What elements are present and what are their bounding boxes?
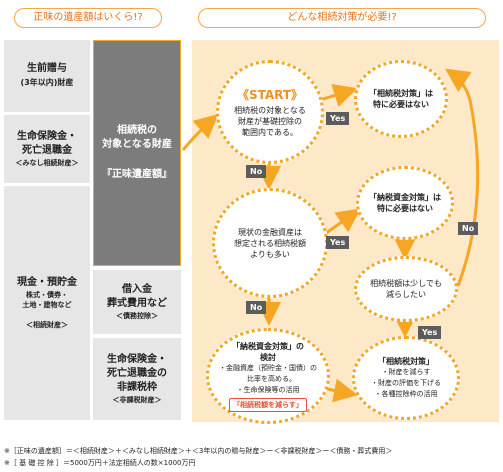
deemed-title-2: 死亡退職金 xyxy=(22,145,72,156)
deemed-title-1: 生命保険金・ xyxy=(17,131,77,142)
fund-review-item2: 比率を高める。 xyxy=(240,374,296,383)
header-left: 正味の遺産額はいくら!? xyxy=(14,8,162,28)
gift-sub: (3年以内)財産 xyxy=(20,78,74,87)
exempt-line3: 非課税枠 xyxy=(117,382,157,393)
exempt-box: 生命保険金・ 死亡退職金の 非課税枠 ＜非課税財産＞ xyxy=(93,338,181,420)
fund-no-need-line1: 「納税資金対策」は xyxy=(369,193,441,202)
arrow-start-to-noneed xyxy=(319,83,358,107)
start-node: 《START》 相続税の対象となる 財産が基礎控除の 範囲内である。 xyxy=(216,60,324,164)
no-label-1: No xyxy=(246,165,267,178)
exempt-sub: ＜非課税財産＞ xyxy=(112,396,162,404)
cash-title: 現金・預貯金 xyxy=(17,277,77,288)
arrow-reduce-no-to-noneed xyxy=(445,68,480,287)
current-line3: よりも多い xyxy=(250,249,290,259)
exempt-line2: 死亡退職金の xyxy=(107,368,167,379)
footnote-basic-deduction: ※［ 基 礎 控 除 ］＝5000万円＋法定相続人の数×1000万円 xyxy=(4,459,196,467)
gift-title: 生前贈与 xyxy=(27,63,67,74)
debt-line1: 借入金 xyxy=(122,284,152,295)
fund-review-item3: ・生命保険等の活用 xyxy=(236,385,300,394)
reduce-line1: 相続税額は少しでも xyxy=(370,279,442,288)
current-assets-node: 現状の金融資産は 想定される相続税額 よりも多い xyxy=(212,188,328,298)
yes-label-1: Yes xyxy=(326,112,350,125)
reduce-question-node: 相続税額は少しでも 減らしたい xyxy=(354,256,458,322)
cash-sub-2: 土地・建物など xyxy=(22,301,72,309)
cash-box: 現金・預貯金 株式・債券・ 土地・建物など ＜相続財産＞ xyxy=(4,186,90,420)
debt-box: 借入金 葬式費用など ＜債務控除＞ xyxy=(93,270,181,334)
start-line1: 相続税の対象となる xyxy=(234,106,306,115)
reduce-tax-tag: 「相続税額を減らす」 xyxy=(229,397,307,412)
debt-sub: ＜債務控除＞ xyxy=(116,312,158,320)
tax-plan-title: 「相続税対策」 xyxy=(378,357,434,366)
gift-box: 生前贈与 (3年以内)財産 xyxy=(4,40,90,112)
start-line2: 財産が基礎控除の xyxy=(238,117,302,126)
no-need-line2: 特に必要はない xyxy=(373,100,429,109)
no-need-node: 「相続税対策」は 特に必要はない xyxy=(354,60,448,138)
reduce-line2: 減らしたい xyxy=(386,290,426,299)
fund-no-need-node: 「納税資金対策」は 特に必要はない xyxy=(356,166,454,240)
fund-review-item1: ・金融資産（預貯金・国債）の xyxy=(219,363,317,372)
fund-no-need-line2: 特に必要はない xyxy=(377,204,433,213)
fund-review-line2: 検討 xyxy=(260,352,276,362)
cash-sub-3: ＜相続財産＞ xyxy=(26,321,68,329)
no-label-3: No xyxy=(458,222,479,235)
cash-sub-1: 株式・債券・ xyxy=(26,291,68,299)
debt-line2: 葬式費用など xyxy=(107,298,167,309)
start-label: 《START》 xyxy=(236,88,304,102)
start-line3: 範囲内である。 xyxy=(242,128,298,137)
net-estate-line3: 『正味遺産額』 xyxy=(102,169,172,180)
tax-plan-item1: ・財産を減らす xyxy=(381,368,431,376)
header-right: どんな相続対策が必要!? xyxy=(198,8,486,28)
tax-plan-item2: ・財産の評価を下げる xyxy=(371,379,441,387)
yes-label-2: Yes xyxy=(326,236,350,249)
current-line2: 想定される相続税額 xyxy=(234,238,306,248)
fund-review-line1: 「納税資金対策」の xyxy=(232,341,304,351)
no-need-line1: 「相続税対策」は xyxy=(369,89,433,98)
no-label-2: No xyxy=(246,301,267,314)
arrow-mid-to-start xyxy=(181,114,219,151)
deemed-box: 生命保険金・ 死亡退職金 ＜みなし相続財産＞ xyxy=(4,115,90,183)
arrow-current-to-fundno xyxy=(321,208,361,238)
tax-plan-item3: ・各種控除枠の活用 xyxy=(374,390,438,398)
net-estate-line2: 対象となる財産 xyxy=(102,139,172,150)
footnote-net-estate: ※［正味の遺産額］＝＜相続財産＞＋＜みなし相続財産＞＋＜3年以内の贈与財産＞ー＜… xyxy=(4,447,393,455)
yes-label-3: Yes xyxy=(418,326,442,339)
fund-review-node: 「納税資金対策」の 検討 ・金融資産（預貯金・国債）の 比率を高める。 ・生命保… xyxy=(206,328,330,424)
net-estate-box: 相続税の 対象となる財産 『正味遺産額』 xyxy=(93,40,181,266)
current-line1: 現状の金融資産は xyxy=(238,227,302,237)
exempt-line1: 生命保険金・ xyxy=(107,354,167,365)
deemed-sub: ＜みなし相続財産＞ xyxy=(15,159,79,167)
tax-plan-node: 「相続税対策」 ・財産を減らす ・財産の評価を下げる ・各種控除枠の活用 xyxy=(352,336,460,420)
net-estate-line1: 相続税の xyxy=(117,125,157,136)
